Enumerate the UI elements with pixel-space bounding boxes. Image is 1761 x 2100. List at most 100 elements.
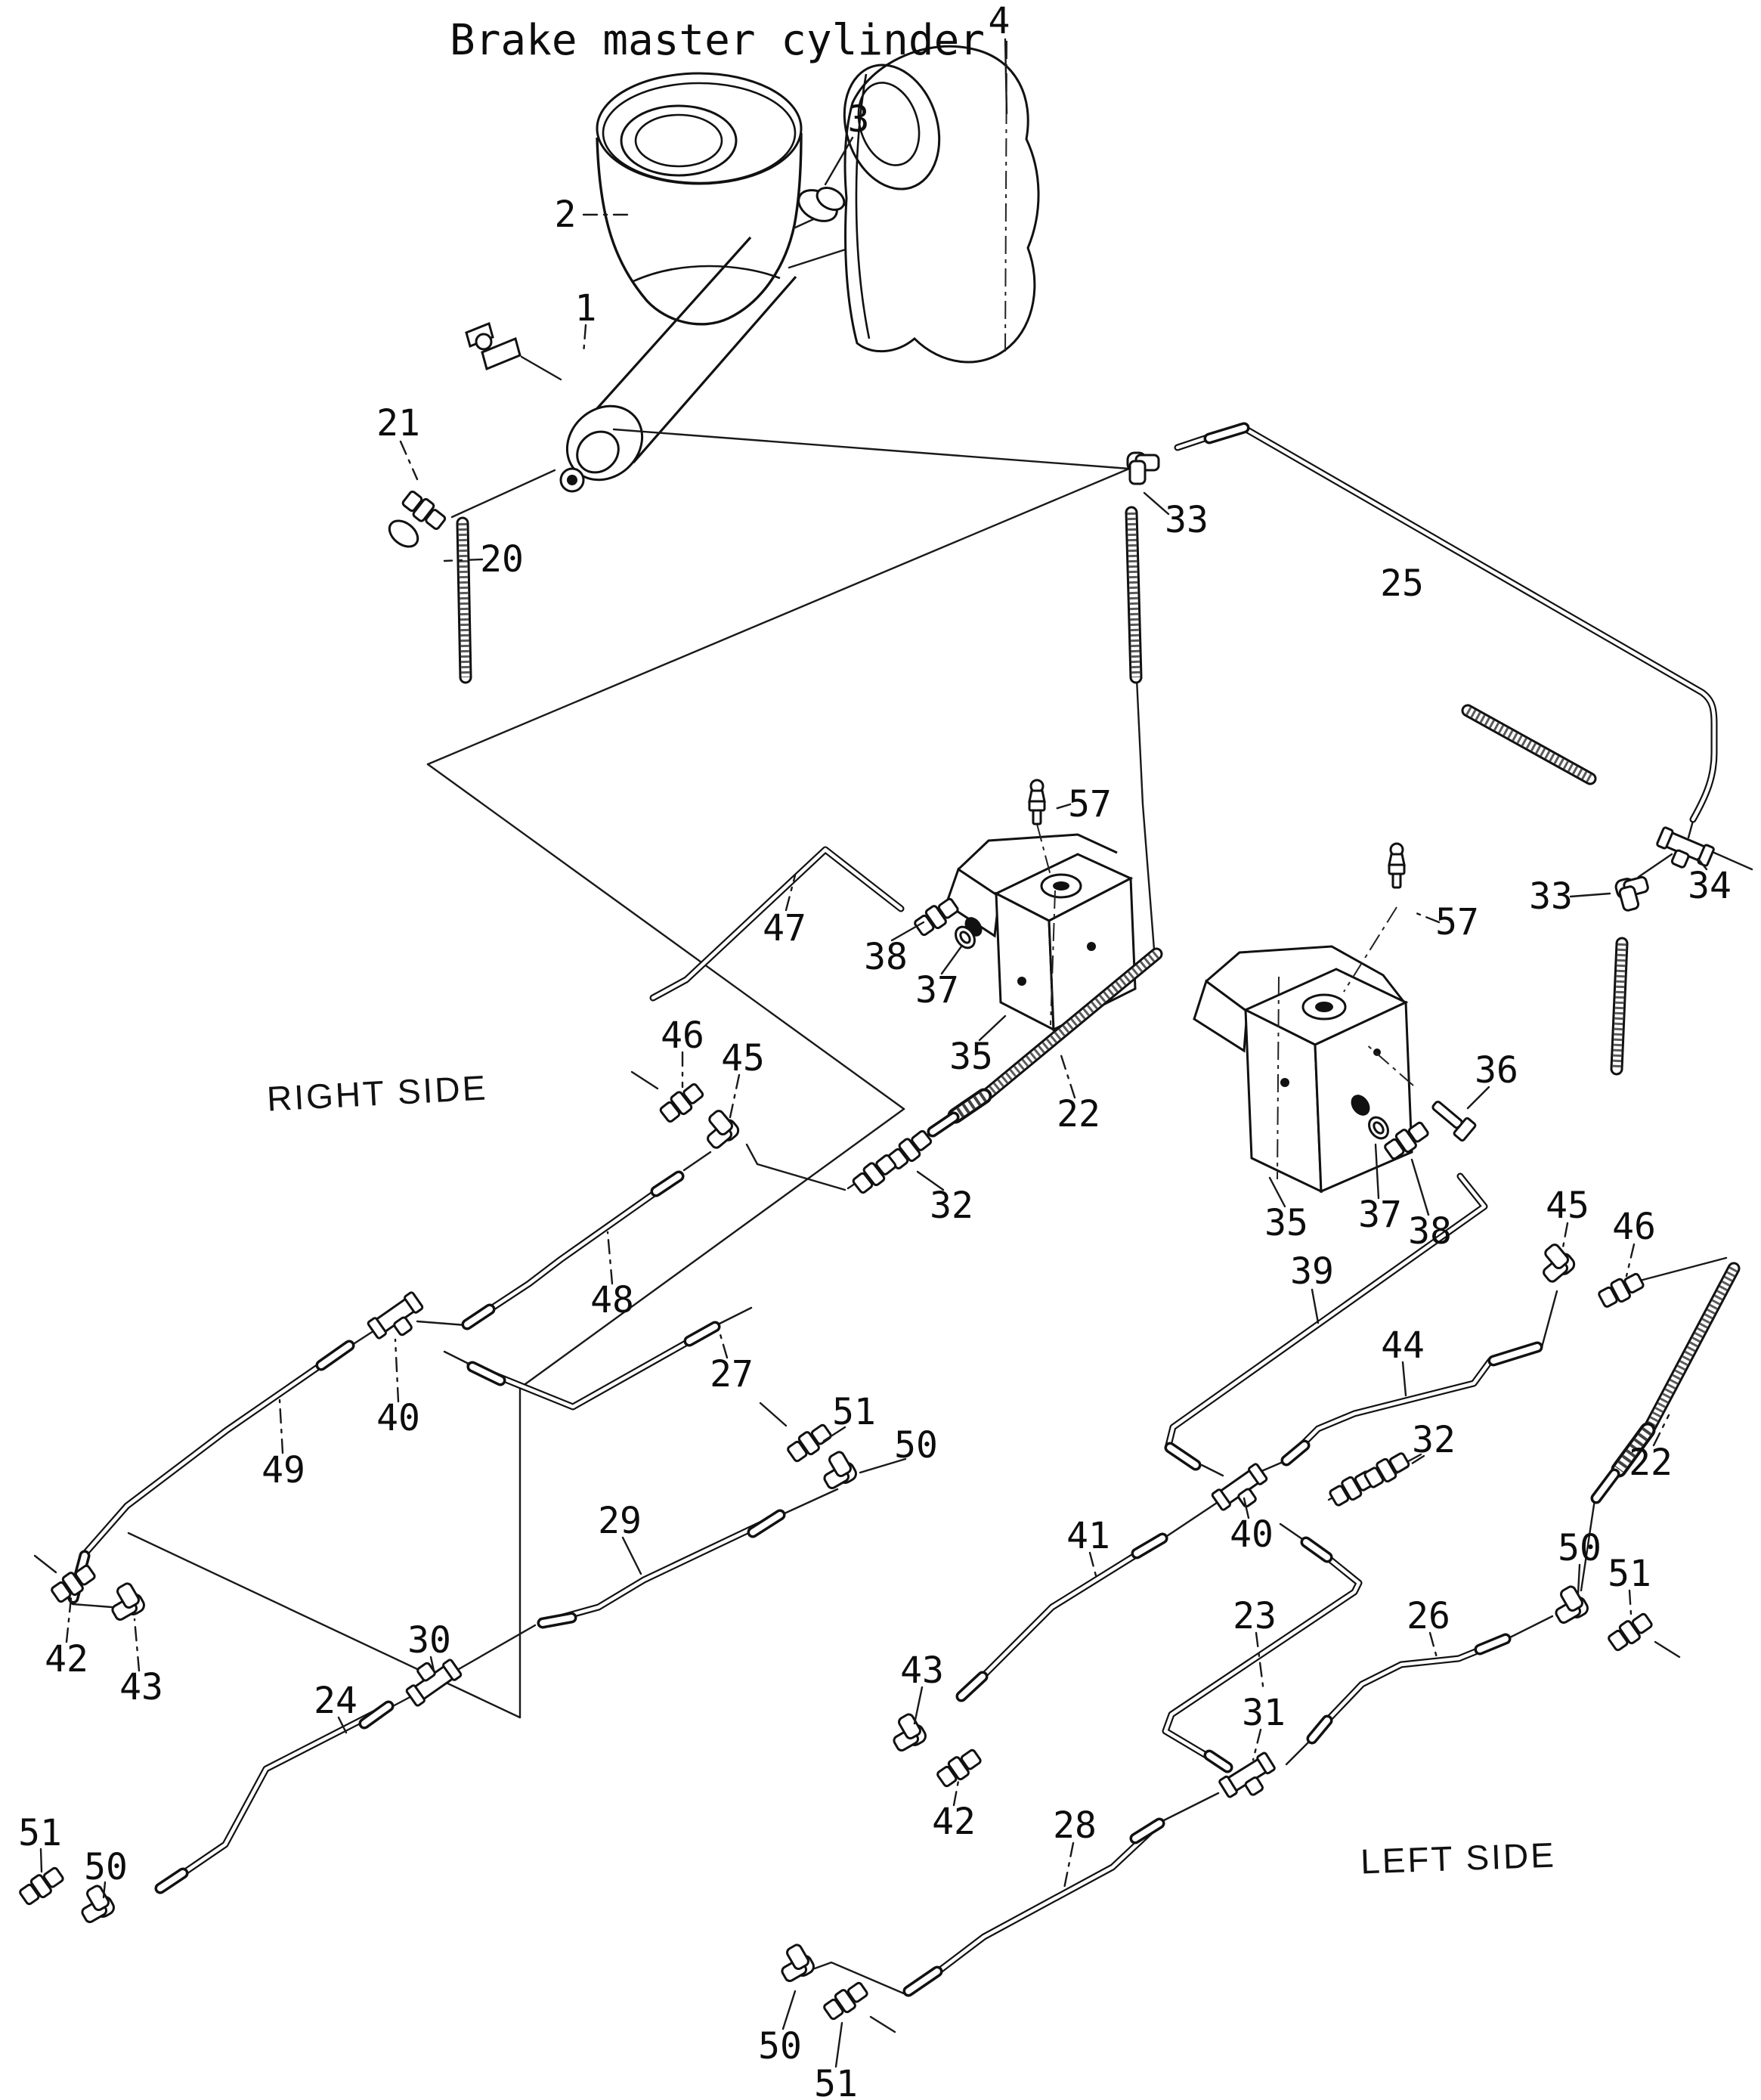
callout-label-50: 50: [1558, 1527, 1602, 1569]
block-top-hole-center: [1053, 881, 1069, 890]
cylinder-barrel-bottom: [632, 275, 797, 464]
pipe-sleeve-fill: [361, 1703, 392, 1727]
pipe-fill: [651, 847, 903, 1000]
guide-line: [1509, 1615, 1554, 1639]
callout-label-36: 36: [1475, 1049, 1518, 1092]
callout-leader-50: [859, 1457, 907, 1474]
block-flap: [1193, 979, 1249, 1053]
callout-label-20: 20: [480, 538, 524, 581]
callout-leader-45: [1561, 1222, 1569, 1249]
axis-line: [1004, 40, 1007, 355]
fittings: [16, 451, 1716, 2024]
bolt-36: [1431, 1101, 1477, 1142]
callout-label-22: 22: [1629, 1442, 1673, 1484]
callout-leader-27: [718, 1330, 729, 1359]
callout-leader-35: [1268, 1176, 1286, 1208]
callout-leader-41: [1088, 1551, 1099, 1583]
outlet-nut-inner: [576, 430, 620, 474]
callout-leader-39: [1311, 1288, 1320, 1324]
guide-line: [612, 428, 1131, 470]
elbow-50-mid: [815, 1448, 860, 1493]
pipe-sleeve-fill: [1283, 1442, 1308, 1463]
block-dot: [1017, 977, 1026, 986]
pipe-sleeve-fill: [1167, 1445, 1199, 1468]
callout-label-46: 46: [661, 1014, 704, 1057]
callout-leader-20: [443, 558, 484, 562]
pipe-outline: [1284, 1357, 1494, 1463]
callout-leader-37: [1374, 1143, 1380, 1200]
callout-leader-57: [1054, 803, 1072, 810]
guide-line: [716, 1306, 753, 1326]
callout-label-2: 2: [555, 194, 577, 236]
callout-leader-36: [1466, 1086, 1490, 1110]
junction-block-35-right: [1193, 945, 1477, 1194]
reservoir-cap-center: [620, 104, 738, 177]
callout-leader-50: [1577, 1563, 1581, 1595]
callout-label-37: 37: [1358, 1194, 1402, 1236]
guide-line: [759, 1402, 788, 1427]
diagram-title: Brake master cylinder: [450, 16, 985, 65]
pipe-sleeve-fill: [540, 1615, 574, 1626]
elbow-43-left: [103, 1579, 148, 1625]
callout-label-40: 40: [1230, 1513, 1274, 1556]
hose-braid: [458, 522, 470, 678]
pipe-fill: [468, 1324, 719, 1409]
tee-40-left: [366, 1290, 431, 1349]
cylinder-barrel-top: [585, 236, 752, 422]
callout-leader-49: [278, 1398, 284, 1454]
block-backplate: [957, 833, 1118, 871]
banjo-ring-21: [388, 519, 419, 548]
fitting-32-right-b: [1361, 1448, 1413, 1491]
callout-leader-21: [399, 440, 419, 481]
hose-braid: [1465, 707, 1592, 782]
guide-line: [452, 1624, 537, 1674]
callout-label-43: 43: [900, 1649, 944, 1692]
axis-line: [1343, 906, 1397, 993]
pipe-outline: [69, 1342, 353, 1605]
tee-40-right: [1210, 1462, 1275, 1521]
callout-label-24: 24: [314, 1680, 357, 1722]
guide-line: [1200, 1463, 1224, 1477]
guide-line: [416, 1320, 467, 1327]
guide-line: [450, 469, 556, 519]
callout-leader-48: [606, 1231, 614, 1285]
pipe-sleeve-fill: [1303, 1539, 1330, 1560]
fitting-46-right: [1595, 1268, 1647, 1311]
callout-label-50: 50: [84, 1846, 128, 1888]
callout-leader-40: [394, 1338, 400, 1403]
pushrod-line: [520, 355, 562, 381]
callout-leader-26: [1428, 1631, 1439, 1662]
hoses: [456, 506, 1741, 1433]
pipe-fill: [156, 1703, 392, 1892]
callout-label-47: 47: [763, 907, 806, 949]
callout-leader-33: [1569, 892, 1611, 898]
guide-line: [1687, 819, 1694, 839]
guide-line: [813, 1961, 907, 1996]
elbow-50-bottom: [772, 1940, 818, 1986]
bracket-boot-4: [843, 45, 1040, 364]
callout-label-33: 33: [1529, 875, 1573, 918]
callout-label-51: 51: [18, 1812, 62, 1854]
callout-leader-37: [940, 945, 963, 975]
guide-line: [426, 763, 905, 1110]
callout-leader-51: [39, 1848, 43, 1873]
callout-label-46: 46: [1612, 1206, 1656, 1248]
guide-line: [1540, 1290, 1558, 1349]
elbow-33-top: [1126, 451, 1160, 485]
guide-line: [1135, 677, 1156, 951]
boot-fold: [855, 73, 871, 339]
boot-flange-inner: [857, 82, 921, 166]
pipe-sleeve-fill: [905, 1968, 940, 1994]
guide-line: [1285, 1740, 1311, 1766]
hose-fill: [1127, 508, 1140, 682]
callout-label-45: 45: [1546, 1185, 1589, 1227]
fitting-32-left-b: [850, 1151, 900, 1197]
guide-line: [1654, 1640, 1681, 1659]
pipe-sleeve-fill: [1593, 1471, 1617, 1501]
sleeves: [67, 422, 1656, 1997]
pipe-sleeve-fill: [1206, 1752, 1230, 1770]
guide-line: [1162, 1792, 1220, 1822]
callout-label-48: 48: [590, 1279, 634, 1321]
guide-line: [1580, 1498, 1596, 1592]
